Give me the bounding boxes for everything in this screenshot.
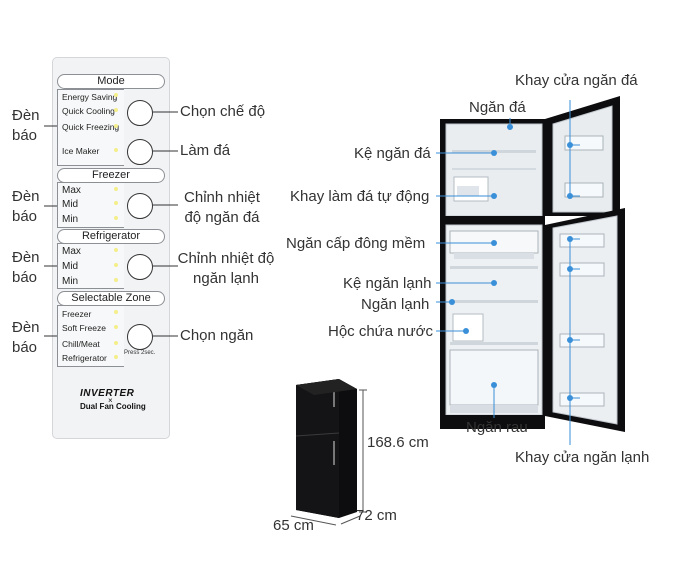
indicator-label: Đèn báo: [12, 107, 40, 144]
ice-maker-label: Ice Maker: [62, 146, 100, 156]
ice-maker-button[interactable]: [127, 139, 153, 165]
led-indicator: [114, 187, 118, 191]
refrigerator-group: Max Mid Min: [57, 243, 124, 289]
refrigerator-min-label: Min: [62, 276, 79, 287]
zone-chill-meat-label: Chill/Meat: [62, 339, 100, 349]
inverter-logo: INVERTER: [80, 388, 135, 399]
refrigerator-mid-label: Mid: [62, 261, 79, 272]
soft-freeze-label: Ngăn cấp đông mềm: [286, 235, 426, 252]
freezer-door-tray-label: Khay cửa ngăn đá: [515, 72, 638, 89]
led-indicator: [114, 355, 118, 359]
freezer-group: Max Mid Min: [57, 182, 124, 228]
mode-energy-saving-label: Energy Saving: [62, 92, 118, 102]
led-indicator: [114, 310, 118, 314]
depth-dimension-label: 72 cm: [356, 507, 397, 524]
height-dimension-label: 168.6 cm: [367, 434, 429, 451]
freezer-temp-label: Chỉnh nhiệt độ ngăn đá: [184, 189, 260, 226]
led-indicator: [114, 201, 118, 205]
led-indicator: [114, 341, 118, 345]
make-ice-label: Làm đá: [180, 142, 231, 159]
refrigerator-max-label: Max: [62, 246, 81, 257]
refrigerator-temp-button[interactable]: [127, 254, 153, 280]
freezer-mid-label: Mid: [62, 199, 79, 210]
zone-soft-freeze-label: Soft Freeze: [62, 323, 106, 333]
fridge-shelf-label: Kệ ngăn lạnh: [343, 275, 432, 292]
zone-refrigerator-label: Refrigerator: [62, 353, 107, 363]
led-indicator: [114, 278, 118, 282]
indicator-label: Đèn báo: [12, 319, 40, 356]
mode-group: Energy Saving Quick Cooling Quick Freezi…: [57, 89, 124, 166]
freezer-max-label: Max: [62, 185, 81, 196]
fridge-door-tray-label: Khay cửa ngăn lạnh: [515, 449, 650, 466]
fridge-compartment-label: Ngăn lạnh: [361, 296, 430, 313]
zone-group: Freezer Soft Freeze Chill/Meat Refrigera…: [57, 305, 124, 367]
dual-fan-logo: Dual Fan Cooling: [80, 402, 146, 411]
freezer-min-label: Min: [62, 214, 79, 225]
led-indicator: [114, 263, 118, 267]
led-indicator: [114, 148, 118, 152]
refrigerator-section-title: Refrigerator: [57, 229, 165, 244]
mode-select-label: Chọn chế độ: [180, 103, 266, 120]
zone-button[interactable]: [127, 324, 153, 350]
led-indicator: [114, 108, 118, 112]
mode-quick-cooling-label: Quick Cooling: [62, 106, 115, 116]
led-indicator: [114, 248, 118, 252]
logo-x: ×: [108, 396, 113, 405]
width-dimension-label: 65 cm: [273, 517, 314, 534]
led-indicator: [114, 216, 118, 220]
mode-section-title: Mode: [57, 74, 165, 89]
indicator-label: Đèn báo: [12, 249, 40, 286]
mode-quick-freezing-label: Quick Freezing: [62, 122, 120, 132]
press-hint: Press 2sec.: [124, 350, 156, 356]
led-indicator: [114, 93, 118, 97]
freezer-compartment-label: Ngăn đá: [469, 99, 526, 116]
freezer-temp-button[interactable]: [127, 193, 153, 219]
led-indicator: [114, 124, 118, 128]
fridge-temp-label: Chỉnh nhiệt độ ngăn lạnh: [177, 250, 275, 287]
led-indicator: [114, 325, 118, 329]
zone-freezer-label: Freezer: [62, 309, 92, 319]
indicator-label: Đèn báo: [12, 188, 40, 225]
water-tank-label: Hộc chứa nước: [328, 323, 433, 340]
mode-button[interactable]: [127, 100, 153, 126]
zone-select-label: Chọn ngăn: [180, 327, 254, 344]
vegetable-drawer-label: Ngăn rau: [466, 419, 528, 436]
auto-ice-tray-label: Khay làm đá tự động: [290, 188, 430, 205]
freezer-shelf-label: Kệ ngăn đá: [354, 145, 431, 162]
